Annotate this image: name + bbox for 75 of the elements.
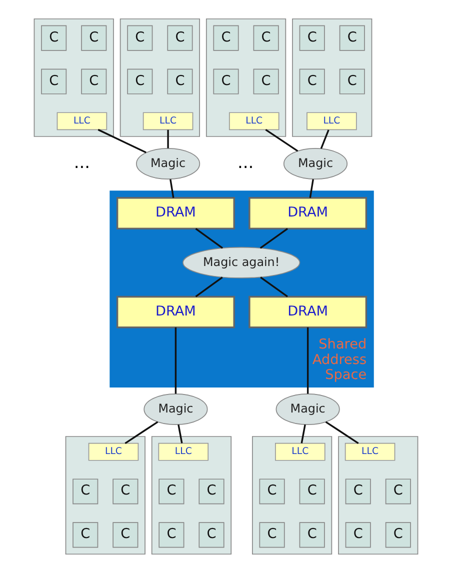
connector <box>325 421 359 444</box>
cluster <box>65 436 146 555</box>
node-box: C <box>213 25 239 51</box>
connector <box>195 276 223 298</box>
node-box: C <box>299 25 325 51</box>
node-box: C <box>72 522 98 548</box>
node-box: DRAM <box>116 197 235 230</box>
connector <box>320 130 330 149</box>
node-ellipse: Magic <box>283 148 348 180</box>
node-box: C <box>339 68 365 94</box>
cluster <box>151 436 232 555</box>
node-box: LLC <box>344 442 396 461</box>
node-box: LLC <box>56 112 108 130</box>
connector <box>167 130 169 148</box>
cluster <box>338 436 418 555</box>
node-box: C <box>345 478 371 504</box>
connector <box>300 424 306 444</box>
connector <box>170 179 174 198</box>
connector <box>260 228 288 249</box>
node-box: C <box>339 25 365 51</box>
node-box: C <box>72 478 98 504</box>
node-box: C <box>112 522 138 548</box>
node-box: C <box>345 522 371 548</box>
node-box: C <box>167 68 193 94</box>
connector <box>195 228 224 249</box>
node-box: LLC <box>142 112 194 130</box>
connector <box>306 327 309 394</box>
node-box: C <box>213 68 239 94</box>
node-box: C <box>259 478 285 504</box>
connector <box>309 179 314 198</box>
node-box: C <box>158 478 184 504</box>
node-box: C <box>198 522 224 548</box>
cluster <box>206 18 286 137</box>
node-box: C <box>259 522 285 548</box>
node-box: C <box>253 25 279 51</box>
node-box: C <box>299 478 325 504</box>
node-box: LLC <box>306 112 357 130</box>
node-box: C <box>299 68 325 94</box>
node-box: C <box>385 522 411 548</box>
node-box: LLC <box>275 442 326 461</box>
node-box: DRAM <box>248 197 368 230</box>
node-box: C <box>167 25 193 51</box>
connector <box>124 421 158 444</box>
node-ellipse: Magic <box>136 148 200 180</box>
node-box: C <box>198 478 224 504</box>
connector <box>178 424 183 444</box>
node-ellipse: Magic <box>276 393 340 425</box>
node-box: DRAM <box>116 296 235 328</box>
connector <box>265 128 298 152</box>
connector <box>174 327 177 394</box>
cluster <box>252 436 332 555</box>
label: ... <box>74 153 90 174</box>
node-box: C <box>158 522 184 548</box>
cluster <box>292 18 372 137</box>
node-box: C <box>299 522 325 548</box>
node-box: C <box>127 25 153 51</box>
label: ... <box>237 153 254 174</box>
node-box: C <box>81 25 107 51</box>
node-box: C <box>81 68 107 94</box>
node-ellipse: Magic again! <box>182 246 300 278</box>
node-box: C <box>41 68 67 94</box>
node-box: DRAM <box>248 296 368 328</box>
node-box: C <box>127 68 153 94</box>
cluster <box>120 18 200 137</box>
connector <box>98 128 146 154</box>
node-box: LLC <box>228 112 280 130</box>
node-box: C <box>41 25 67 51</box>
node-box: C <box>385 478 411 504</box>
cluster <box>34 18 114 137</box>
node-box: LLC <box>88 442 139 461</box>
node-ellipse: Magic <box>144 393 208 425</box>
node-box: LLC <box>158 442 209 461</box>
connector <box>260 276 288 298</box>
node-box: C <box>112 478 138 504</box>
node-box: C <box>253 68 279 94</box>
